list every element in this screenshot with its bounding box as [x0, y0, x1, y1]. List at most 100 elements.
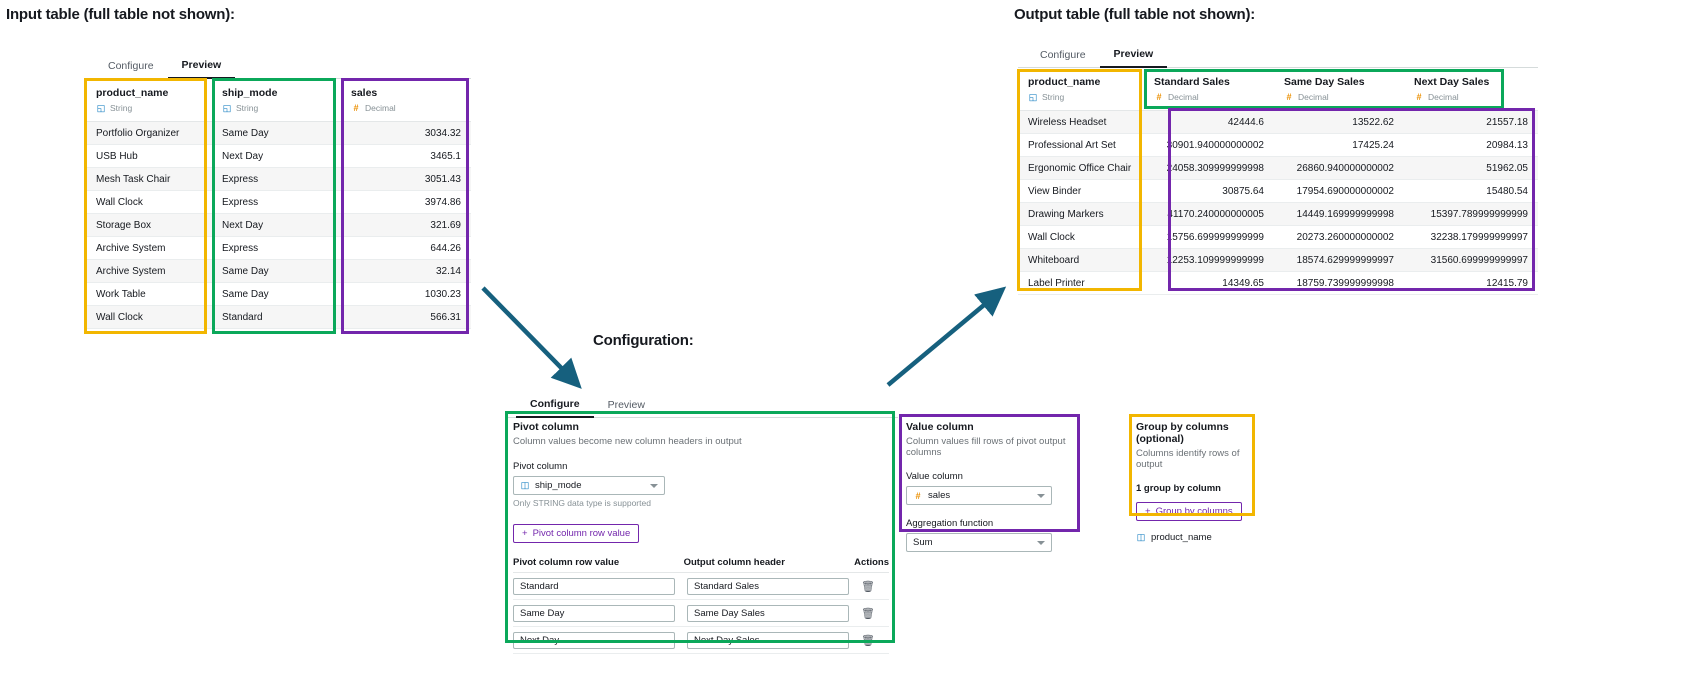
column-header[interactable]: Standard Sales # Decimal: [1144, 68, 1274, 111]
column-name: Next Day Sales: [1414, 76, 1490, 88]
aggregation-function-label: Aggregation function: [906, 518, 994, 529]
table-cell: 32238.179999999997: [1404, 226, 1538, 249]
arrow-config-to-output: [886, 286, 1007, 387]
table-cell: 566.31: [341, 306, 471, 329]
column-type: ◱String: [222, 102, 331, 115]
group-by-columns-panel: Group by columns (optional) Columns iden…: [1136, 421, 1254, 543]
tab-configure[interactable]: Configure: [1040, 49, 1086, 61]
table-cell: Wireless Headset: [1018, 111, 1144, 134]
column-type: # Decimal: [1414, 91, 1528, 104]
output-column-header-input[interactable]: Standard Sales: [687, 577, 849, 595]
tab-configure[interactable]: Configure: [516, 398, 594, 418]
number-icon: #: [915, 490, 921, 501]
pivot-row-value-input[interactable]: Standard: [513, 577, 675, 595]
number-icon: #: [1416, 92, 1422, 102]
trash-icon[interactable]: 🗑: [861, 580, 875, 593]
table-cell: 21557.18: [1404, 111, 1538, 134]
table-cell: 26860.940000000002: [1274, 157, 1404, 180]
table-cell: USB Hub: [86, 145, 212, 168]
plus-icon: +: [1145, 506, 1151, 517]
arrow-input-to-config: [481, 286, 582, 389]
column-name: Standard Sales: [1154, 76, 1230, 88]
column-type: ◱String: [1028, 91, 1134, 104]
add-pivot-row-value-label: Pivot column row value: [532, 528, 631, 539]
header-pivot-column-row-value: Pivot column row value: [513, 557, 684, 573]
table-cell: Whiteboard: [1018, 249, 1144, 272]
number-icon: #: [1286, 92, 1292, 102]
pivot-rows-table-header: Pivot column row value Output column hea…: [513, 557, 889, 573]
output-column-header-input[interactable]: Same Day Sales: [687, 604, 849, 622]
tab-preview[interactable]: Preview: [1099, 48, 1168, 68]
column-header[interactable]: product_name ◱String: [86, 79, 212, 122]
pivot-column-subtitle: Column values become new column headers …: [513, 436, 742, 447]
table-cell: Work Table: [86, 283, 212, 306]
group-by-title: Group by columns (optional): [1136, 421, 1229, 445]
chevron-down-icon: [1037, 493, 1045, 498]
table-cell: 31560.699999999997: [1404, 249, 1538, 272]
value-column-title: Value column: [906, 421, 974, 433]
add-group-by-columns-button[interactable]: + Group by columns: [1136, 502, 1242, 521]
string-icon: ◫: [1136, 532, 1146, 542]
column-type-label: String: [236, 103, 259, 113]
table-cell: 30901.940000000002: [1144, 134, 1274, 157]
table-cell: Archive System: [86, 260, 212, 283]
add-pivot-column-row-value-button[interactable]: + Pivot column row value: [513, 524, 640, 543]
table-cell: 1030.23: [341, 283, 471, 306]
table-cell: 20273.260000000002: [1274, 226, 1404, 249]
table-cell: 17954.690000000002: [1274, 180, 1404, 203]
table-cell: 3974.86: [341, 191, 471, 214]
number-icon: #: [1156, 92, 1162, 102]
number-icon: #: [353, 103, 359, 113]
table-cell: 24058.309999999998: [1144, 157, 1274, 180]
table-cell: Next Day: [212, 214, 341, 237]
trash-icon[interactable]: 🗑: [861, 607, 875, 620]
input-table-caption: Input table (full table not shown):: [6, 6, 235, 23]
plus-icon: +: [522, 528, 528, 539]
chevron-down-icon: [1037, 540, 1045, 545]
table-cell: Same Day: [212, 260, 341, 283]
tab-preview[interactable]: Preview: [607, 399, 645, 411]
configuration-caption: Configuration:: [593, 332, 694, 349]
column-type: ◱String: [96, 102, 202, 115]
column-header[interactable]: ship_mode◱String: [212, 79, 341, 122]
pivot-column-title: Pivot column: [513, 421, 579, 433]
column-header[interactable]: sales#Decimal: [341, 79, 471, 122]
table-cell: Drawing Markers: [1018, 203, 1144, 226]
value-column-panel: Value column Column values fill rows of …: [906, 421, 1078, 552]
table-cell: Standard: [212, 306, 341, 329]
column-type-label: Decimal: [1168, 92, 1199, 102]
table-cell: 41170.240000000005: [1144, 203, 1274, 226]
table-cell: 644.26: [341, 237, 471, 260]
group-by-count: 1 group by column: [1136, 483, 1221, 494]
table-cell: Archive System: [86, 237, 212, 260]
table-cell: Professional Art Set: [1018, 134, 1144, 157]
table-cell: 3465.1: [341, 145, 471, 168]
table-cell: 15480.54: [1404, 180, 1538, 203]
table-cell: 32.14: [341, 260, 471, 283]
table-cell: Same Day: [212, 283, 341, 306]
column-type: # Decimal: [1154, 91, 1264, 104]
pivot-row-value-input[interactable]: Same Day: [513, 604, 675, 622]
column-type-label: Decimal: [1428, 92, 1459, 102]
aggregation-function-select[interactable]: Sum: [906, 533, 1052, 552]
pivot-column-select[interactable]: ◫ ship_mode: [513, 476, 665, 495]
table-cell: Express: [212, 168, 341, 191]
column-header[interactable]: product_name◱String: [1018, 68, 1144, 111]
table-cell: View Binder: [1018, 180, 1144, 203]
column-name: product_name: [96, 87, 169, 99]
tab-configure[interactable]: Configure: [108, 60, 154, 72]
string-icon: ◱: [96, 103, 106, 113]
table-cell: Wall Clock: [1018, 226, 1144, 249]
table-cell: 13522.62: [1274, 111, 1404, 134]
string-icon: ◫: [520, 480, 530, 490]
value-column-select[interactable]: # sales: [906, 486, 1052, 505]
table-cell: Next Day: [212, 145, 341, 168]
group-by-item-product-name[interactable]: ◫ product_name: [1136, 532, 1254, 543]
